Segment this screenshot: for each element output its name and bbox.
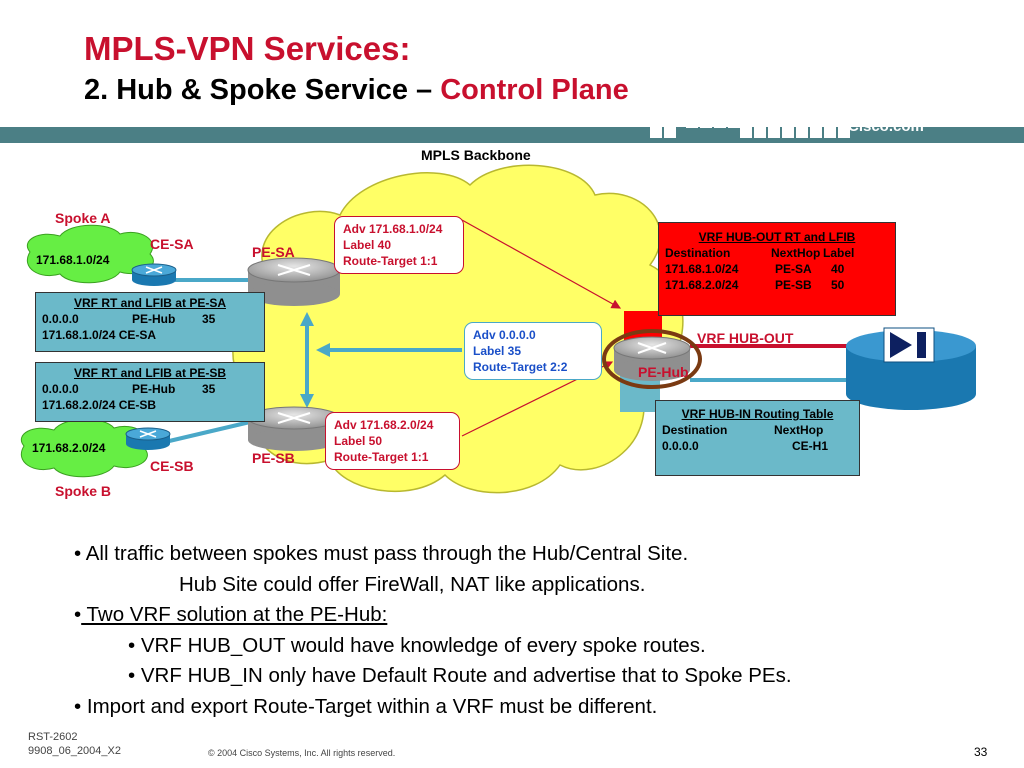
- footer-copyright: © 2004 Cisco Systems, Inc. All rights re…: [208, 748, 396, 758]
- table-hub-out-title: VRF HUB-OUT RT and LFIB: [698, 230, 856, 244]
- vrf-hub-out-label: VRF HUB-OUT: [697, 330, 794, 346]
- spoke-a-label: Spoke A: [55, 210, 111, 226]
- table-row: 171.68.2.0/24 PE-SB 50: [665, 278, 845, 292]
- table-row: 0.0.0.0 PE-Hub 35: [42, 312, 216, 326]
- table-header-row: Destination NextHop: [662, 423, 824, 437]
- table-hub-out: VRF HUB-OUT RT and LFIB Destination Next…: [658, 222, 896, 316]
- left-arrow-icon: [316, 343, 462, 357]
- adv-hub-line: Route-Target 2:2: [473, 360, 568, 374]
- table-row: 171.68.1.0/24 PE-SA 40: [665, 262, 845, 276]
- bullet-item: • Two VRF solution at the PE-Hub:: [74, 603, 388, 626]
- adv-sa-line: Adv 171.68.1.0/24: [343, 222, 443, 236]
- table-row: 171.68.1.0/24 CE-SA: [42, 328, 157, 342]
- subtitle-prefix: 2. Hub & Spoke Service –: [84, 74, 433, 106]
- adv-sb-line: Route-Target 1:1: [334, 450, 429, 464]
- table-pe-sb: VRF RT and LFIB at PE-SB 0.0.0.0 PE-Hub …: [35, 362, 265, 422]
- pe-sa-label: PE-SA: [252, 244, 295, 260]
- adv-sa-line: Label 40: [343, 238, 392, 252]
- table-row: 171.68.2.0/24 CE-SB: [42, 398, 157, 412]
- subtitle-highlight: Control Plane: [440, 74, 629, 106]
- table-row: 0.0.0.0 CE-H1: [662, 439, 829, 453]
- pe-hub-router-icon: [613, 336, 691, 381]
- table-hub-in-title: VRF HUB-IN Routing Table: [681, 407, 834, 421]
- adv-hub-line: Adv 0.0.0.0: [473, 328, 536, 342]
- table-pe-sa-title: VRF RT and LFIB at PE-SA: [73, 296, 226, 310]
- footer-session: RST-2602: [28, 731, 78, 743]
- adv-sb-line: Label 50: [334, 434, 383, 448]
- spoke-b-label: Spoke B: [55, 483, 112, 499]
- adv-sa-line: Route-Target 1:1: [343, 254, 438, 268]
- spoke-a-subnet: 171.68.1.0/24: [36, 253, 110, 267]
- vrf-hub-in-label: VRF HUB-IN: [708, 380, 789, 396]
- adv-sa-box: Adv 171.68.1.0/24 Label 40 Route-Target …: [334, 216, 464, 274]
- pe-sb-router-icon: [247, 406, 341, 451]
- adv-hub-box: Adv 0.0.0.0 Label 35 Route-Target 2:2: [464, 322, 602, 380]
- table-hub-in: VRF HUB-IN Routing Table Destination Nex…: [655, 400, 860, 476]
- table-row: 0.0.0.0 PE-Hub 35: [42, 382, 216, 396]
- bullet-subitem: • VRF HUB_OUT would have knowledge of ev…: [128, 633, 706, 657]
- slide-subtitle: 2. Hub & Spoke Service – Control Plane: [84, 74, 629, 107]
- bullet-subitem: • VRF HUB_IN only have Default Route and…: [128, 664, 792, 687]
- band-squares-decoration: [650, 116, 850, 138]
- pe-hub-label: PE-Hub: [638, 364, 689, 380]
- slide-title: MPLS-VPN Services:: [84, 30, 411, 67]
- brand-label: Cisco.com: [848, 118, 924, 135]
- adv-sa-arrow: [461, 219, 622, 309]
- footer-code: 9908_06_2004_X2: [28, 745, 121, 757]
- bullet-list: • All traffic between spokes must pass t…: [74, 539, 792, 722]
- ce-sa-label: CE-SA: [150, 236, 194, 252]
- table-header-row: Destination NextHop Label: [665, 246, 855, 260]
- page-number: 33: [974, 745, 988, 759]
- bullet-item: • Import and export Route-Target within …: [74, 694, 658, 718]
- pe-hub-highlight-ring: [602, 329, 702, 389]
- mpls-backbone-label: MPLS Backbone: [421, 147, 531, 163]
- spoke-b-subnet: 171.68.2.0/24: [32, 441, 106, 455]
- bullet-continuation: Hub Site could offer FireWall, NAT like …: [179, 572, 646, 596]
- pe-sa-router-icon: [247, 257, 341, 306]
- adv-hub-line: Label 35: [473, 344, 522, 358]
- adv-sb-line: Adv 171.68.2.0/24: [334, 418, 434, 432]
- vertical-double-arrow-icon: [300, 312, 314, 408]
- bullet-item: • All traffic between spokes must pass t…: [74, 542, 689, 565]
- ce-sb-label: CE-SB: [150, 458, 194, 474]
- adv-sb-box: Adv 171.68.2.0/24 Label 50 Route-Target …: [325, 412, 460, 470]
- hub-firewall-icon: [846, 327, 976, 410]
- pe-sb-label: PE-SB: [252, 450, 295, 466]
- ce-sb-router-icon: [125, 427, 171, 450]
- spoke-a-cloud: [27, 224, 154, 284]
- ce-sa-router-icon: [131, 263, 177, 286]
- table-pe-sb-title: VRF RT and LFIB at PE-SB: [73, 366, 226, 380]
- table-pe-sa: VRF RT and LFIB at PE-SA 0.0.0.0 PE-Hub …: [35, 292, 265, 352]
